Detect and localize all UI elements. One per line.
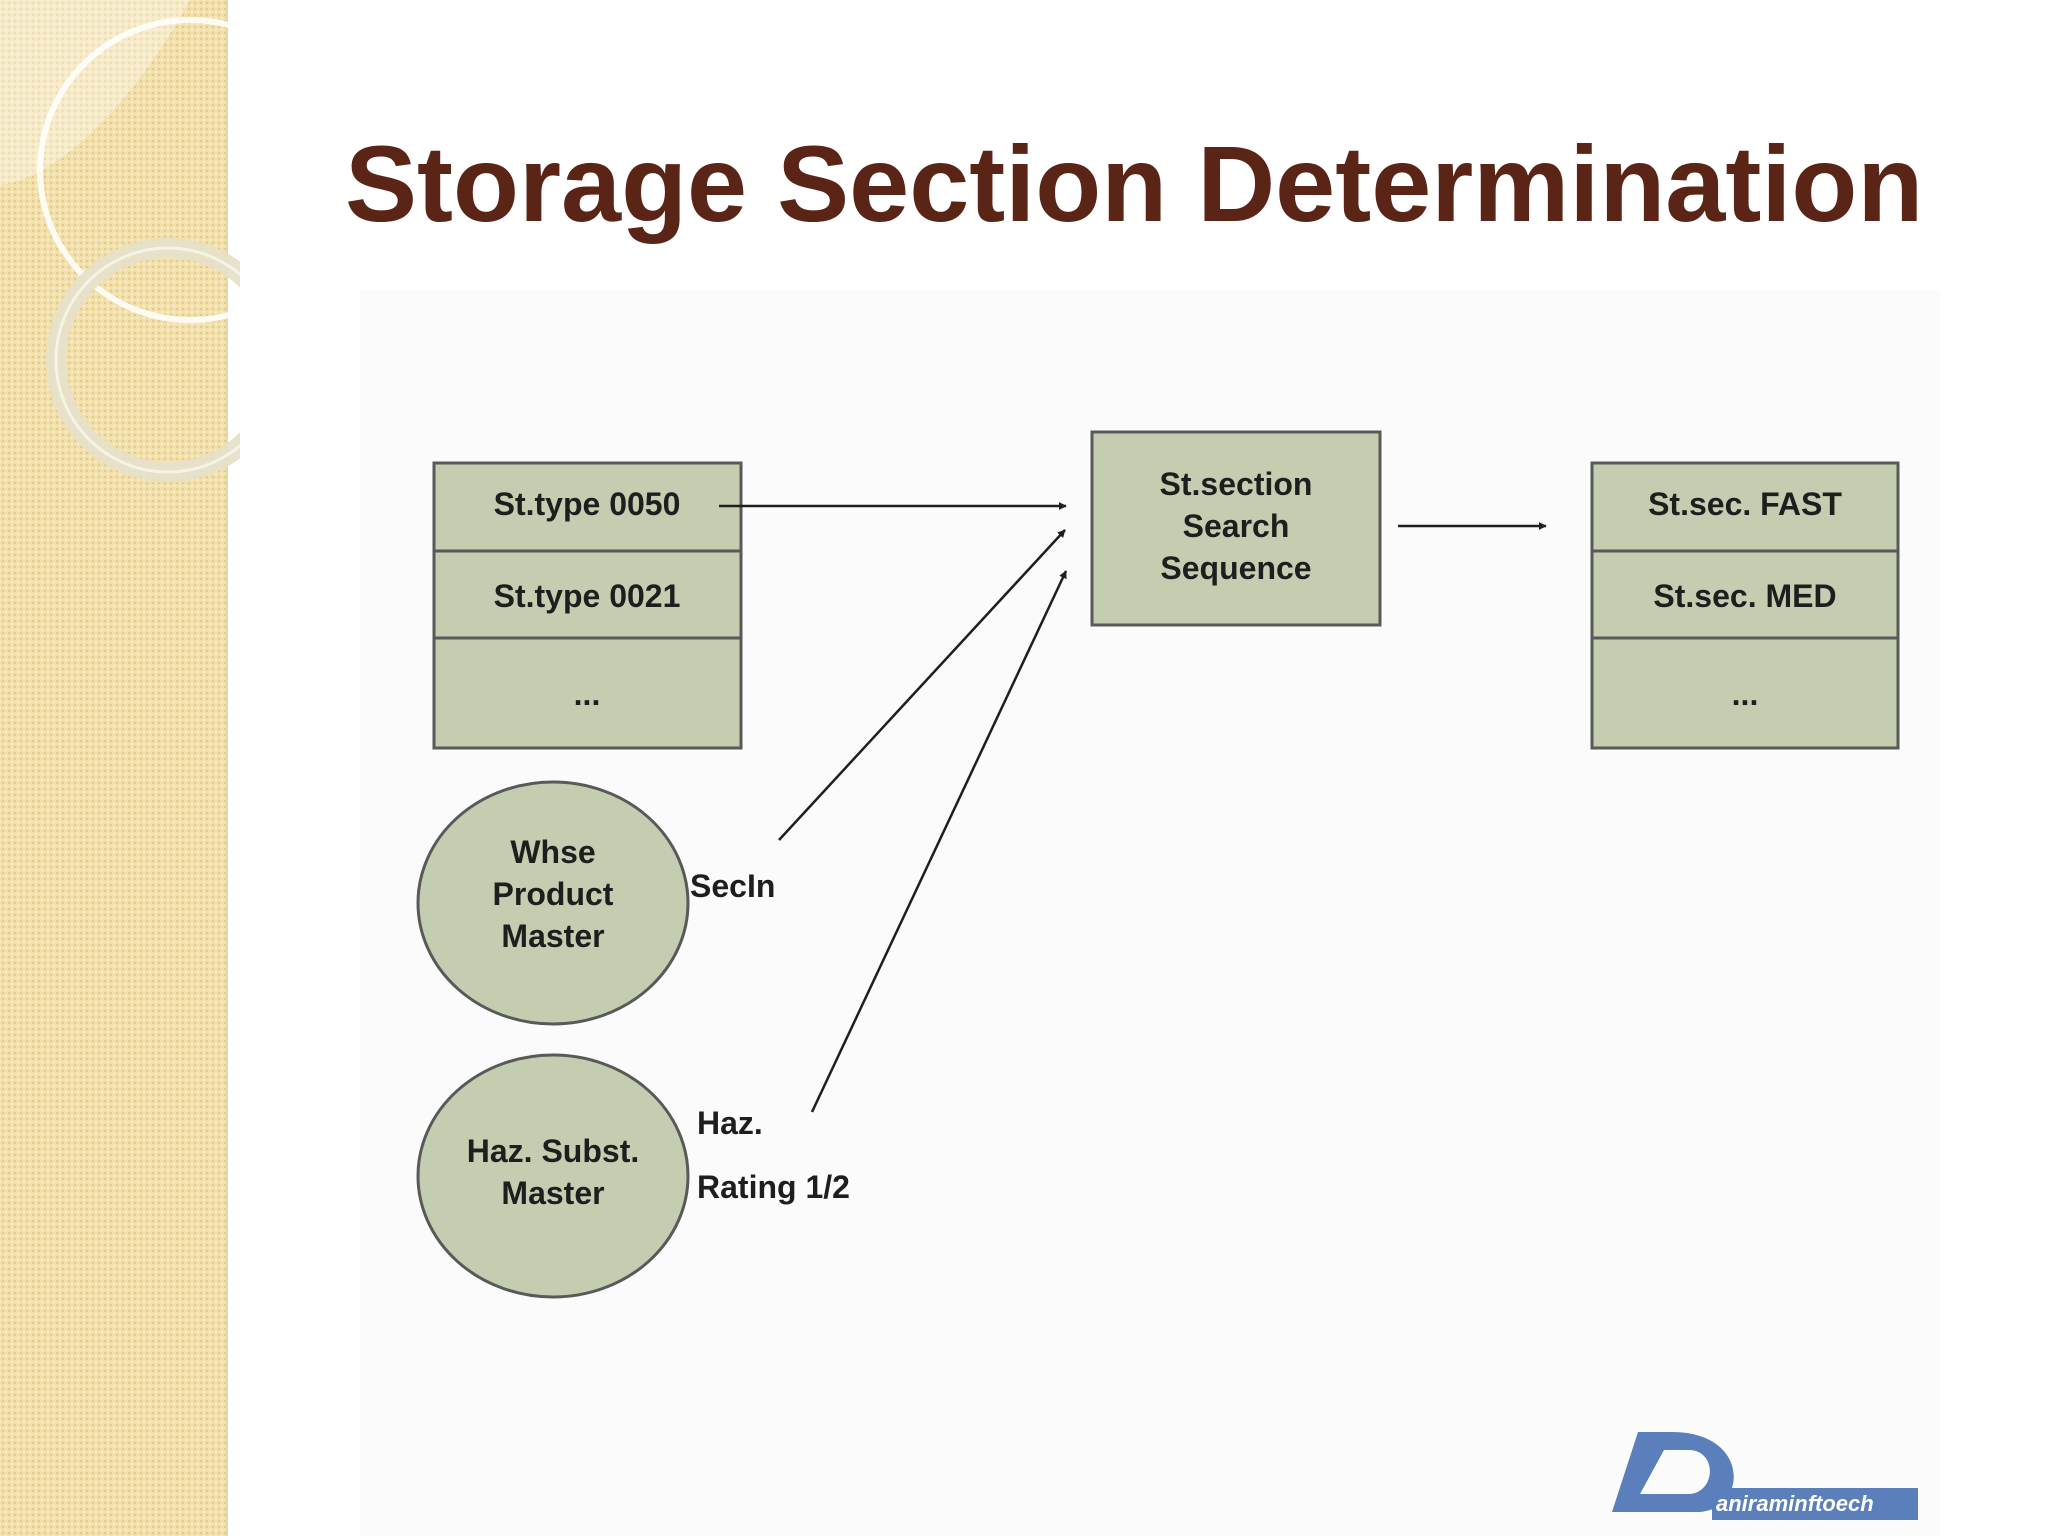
rating-label: Rating 1/2 bbox=[697, 1169, 850, 1205]
storage-section-med: St.sec. MED bbox=[1653, 578, 1836, 614]
search-sequence-line2: Search bbox=[1183, 508, 1290, 544]
storage-type-table-frame bbox=[432, 461, 743, 750]
sidebar-divider bbox=[226, 0, 228, 1536]
haz-subst-master-line1: Haz. Subst. bbox=[467, 1133, 639, 1169]
whse-product-master-line2: Product bbox=[493, 876, 614, 912]
logo-text: aniraminftoech bbox=[1716, 1491, 1874, 1516]
slide-title: Storage Section Determination bbox=[345, 123, 1924, 244]
arrow-haz-master-to-sequence bbox=[810, 570, 1068, 1113]
whse-product-master-line3: Master bbox=[501, 918, 604, 954]
storage-type-table: St.type 0050 St.type 0021 ... bbox=[432, 461, 743, 750]
haz-subst-master-node: Haz. Subst. Master bbox=[416, 1053, 690, 1299]
secin-label: SecIn bbox=[690, 868, 775, 904]
storage-type-0050: St.type 0050 bbox=[494, 486, 681, 522]
storage-type-more: ... bbox=[574, 676, 601, 712]
logo-d-mark bbox=[1612, 1432, 1734, 1512]
storage-section-table-frame bbox=[1590, 461, 1900, 750]
search-sequence-frame bbox=[1090, 430, 1382, 627]
arrow-product-master-to-sequence bbox=[778, 529, 1066, 841]
haz-label: Haz. bbox=[697, 1105, 763, 1141]
whse-product-master-line1: Whse bbox=[510, 834, 595, 870]
storage-section-table: St.sec. FAST St.sec. MED ... bbox=[1590, 461, 1900, 750]
decorative-rings bbox=[0, 0, 240, 482]
storage-type-0021: St.type 0021 bbox=[494, 578, 681, 614]
search-sequence-line1: St.section bbox=[1160, 466, 1313, 502]
storage-section-fast: St.sec. FAST bbox=[1648, 486, 1842, 522]
search-sequence-box: St.section Search Sequence bbox=[1090, 430, 1382, 627]
company-logo: aniraminftoech bbox=[1612, 1432, 1918, 1520]
haz-subst-master-line2: Master bbox=[501, 1175, 604, 1211]
haz-subst-master-ellipse bbox=[416, 1053, 690, 1299]
whse-product-master-ellipse bbox=[416, 780, 690, 1026]
logo-bar bbox=[1712, 1488, 1918, 1520]
whse-product-master-node: Whse Product Master bbox=[416, 780, 690, 1026]
search-sequence-line3: Sequence bbox=[1160, 550, 1311, 586]
storage-section-more: ... bbox=[1732, 676, 1759, 712]
